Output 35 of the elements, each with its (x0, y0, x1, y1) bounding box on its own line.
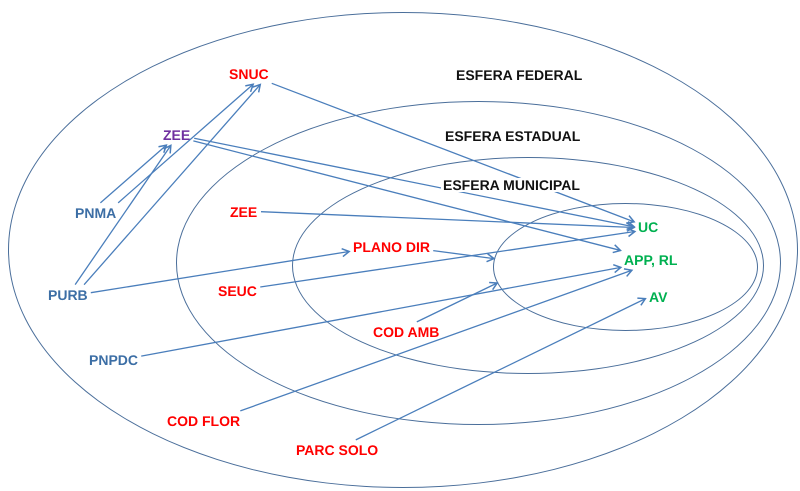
law-label: PURB (48, 288, 88, 302)
sphere-label: ESFERA MUNICIPAL (441, 178, 582, 192)
arrow (433, 250, 495, 262)
arrow (84, 84, 262, 286)
arrow (240, 268, 633, 412)
sphere-label: ESFERA FEDERAL (454, 68, 584, 82)
law-label: PLANO DIR (353, 240, 430, 254)
arrow (260, 211, 635, 232)
arrow (141, 264, 622, 357)
law-label: PNPDC (89, 353, 138, 367)
arrow (272, 82, 635, 224)
law-label: AV (649, 290, 668, 304)
law-label: SNUC (229, 67, 269, 81)
arrow (416, 282, 498, 322)
arrow (356, 297, 646, 440)
law-label: UC (638, 220, 658, 234)
arrow (118, 83, 254, 204)
law-label: ZEE (163, 128, 190, 142)
sphere-ellipse (8, 12, 798, 488)
law-label: PNMA (75, 206, 116, 220)
sphere-ellipse (292, 157, 764, 374)
arrow (100, 144, 168, 204)
law-label: COD FLOR (167, 414, 240, 428)
law-label: PARC SOLO (296, 443, 378, 457)
arrow (90, 248, 350, 294)
sphere-label: ESFERA ESTADUAL (443, 129, 582, 143)
law-label: ZEE (230, 205, 258, 219)
arrow (260, 228, 636, 288)
arrow (194, 138, 635, 230)
sphere-ellipse (493, 203, 758, 331)
arrow (74, 144, 172, 285)
arrow (193, 140, 622, 254)
law-label: SEUC (218, 284, 257, 298)
law-label: APP, RL (624, 253, 678, 267)
law-label: COD AMB (373, 325, 440, 339)
